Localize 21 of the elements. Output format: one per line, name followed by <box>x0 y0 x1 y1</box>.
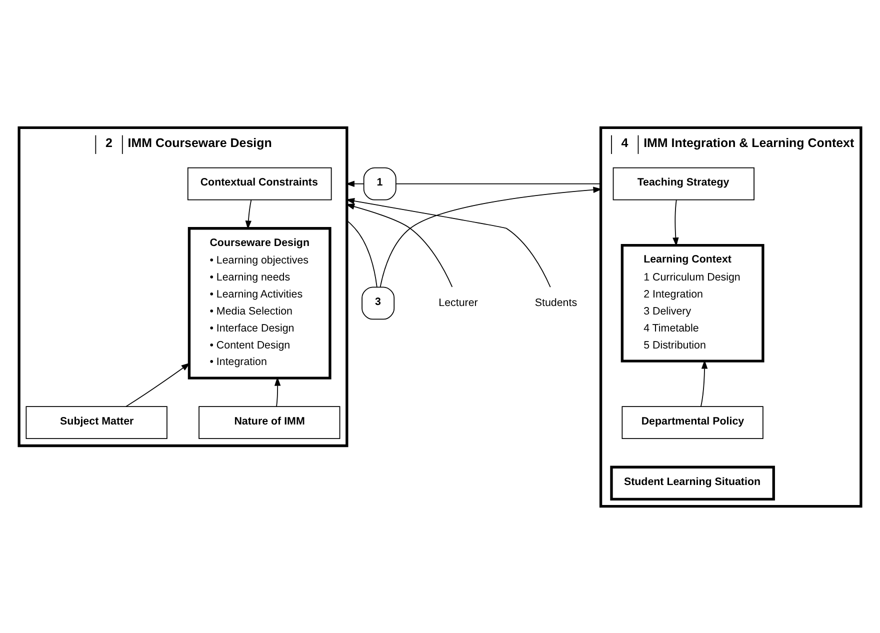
node-box: Teaching Strategy <box>612 166 754 200</box>
node-box: Courseware Design • Learning objectives • Learning needs • Learning Activities • Media Selection • Interface Design • Content Design • Integration <box>188 226 332 379</box>
node-box: Subject Matter <box>26 406 168 439</box>
arrow <box>274 376 281 406</box>
node-box: Nature of IMM <box>198 406 340 439</box>
arrow <box>346 180 364 186</box>
node-text: Lecturer <box>438 296 478 308</box>
arrow <box>346 197 551 288</box>
arrow <box>380 186 602 287</box>
node-box: Contextual Constraints <box>187 166 332 200</box>
node-box: Departmental Policy <box>622 406 764 439</box>
connector <box>396 182 602 184</box>
node-text: Students <box>534 296 578 308</box>
arrow <box>126 362 190 406</box>
node-box: Learning Context 1 Curriculum Design 2 Integration 3 Delivery 4 Timetable 5 Distribution <box>620 243 764 362</box>
arrow <box>245 199 252 230</box>
node-box: Student Learning Situation <box>610 465 775 500</box>
arrow <box>346 203 453 287</box>
arrow <box>672 199 679 246</box>
connector <box>346 220 378 287</box>
arrow <box>700 359 708 406</box>
